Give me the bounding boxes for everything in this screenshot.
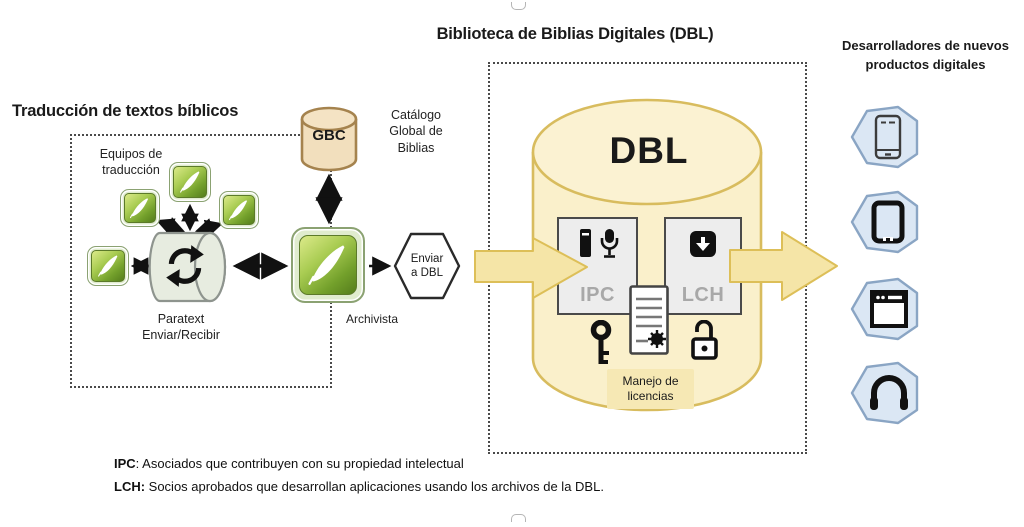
archivist-label: Archivista [345, 312, 398, 326]
ipc-box-label: IPC [580, 284, 615, 306]
quill-icon [97, 255, 117, 277]
license-document-icon [629, 285, 669, 355]
archivist-icon [291, 227, 365, 303]
download-app-icon [690, 231, 716, 257]
legend-lch-term: LCH: [114, 479, 146, 495]
translation-team-icon [169, 162, 211, 202]
seal-icon [648, 330, 666, 348]
translation-teams-label: Equipos de traducción [99, 147, 163, 178]
legend-lch-line: LCH: Socios aprobados que desarrollan ap… [114, 475, 814, 498]
translation-team-icon [219, 191, 259, 229]
gbc-caption: Catálogo Global de Biblias [389, 108, 443, 155]
open-padlock-icon [691, 320, 718, 360]
viewer-handle-top-icon [511, 2, 526, 10]
dbl-diagram-title: Biblioteca de Biblias Digitales (DBL) [436, 25, 714, 43]
flow-arrow-into-dbl [474, 237, 588, 299]
developers-title: Desarrolladores de nuevos productos digi… [842, 38, 1009, 72]
key-icon [590, 320, 612, 364]
developer-item-tablet [850, 189, 920, 255]
quill-icon [229, 200, 248, 221]
legend-ipc-line: IPC: Asociados que contribuyen con su pr… [114, 452, 814, 475]
smartphone-icon [874, 114, 902, 160]
developer-item-smartphone [850, 104, 920, 170]
legend-ipc-text: : Asociados que contribuyen con su propi… [135, 456, 464, 471]
sync-icon [166, 245, 204, 287]
browser-icon [870, 290, 908, 328]
developer-item-browser [850, 276, 920, 342]
send-to-dbl-hexagon [393, 232, 461, 300]
recorder-and-mic-icon [579, 229, 618, 258]
license-management-label: Manejo de licencias [607, 369, 694, 409]
legend-ipc-term: IPC [114, 456, 136, 471]
send-to-dbl-label: Enviar a DBL [410, 253, 444, 280]
translation-team-icon [120, 189, 160, 227]
paratext-label: Paratext Enviar/Recibir [142, 312, 220, 343]
flow-arrow-out-of-dbl [729, 231, 838, 301]
gbc-database-cylinder [300, 106, 358, 172]
quill-icon [308, 245, 345, 286]
headphones-icon [870, 375, 908, 410]
dbl-label: DBL [609, 130, 689, 171]
quill-icon [130, 198, 149, 219]
translation-team-icon [87, 246, 129, 286]
tablet-icon [871, 200, 905, 244]
translation-section-title: Traducción de textos bíblicos [12, 102, 239, 120]
viewer-handle-bottom-icon [511, 514, 526, 522]
developer-item-headphones [850, 360, 920, 426]
gbc-label: GBC [312, 127, 346, 144]
legend: IPC: Asociados que contribuyen con su pr… [114, 452, 814, 499]
paratext-cylinder [148, 231, 227, 303]
legend-lch-text: Socios aprobados que desarrollan aplicac… [145, 479, 604, 495]
quill-icon [179, 171, 199, 193]
lch-box-label: LCH [681, 284, 725, 306]
